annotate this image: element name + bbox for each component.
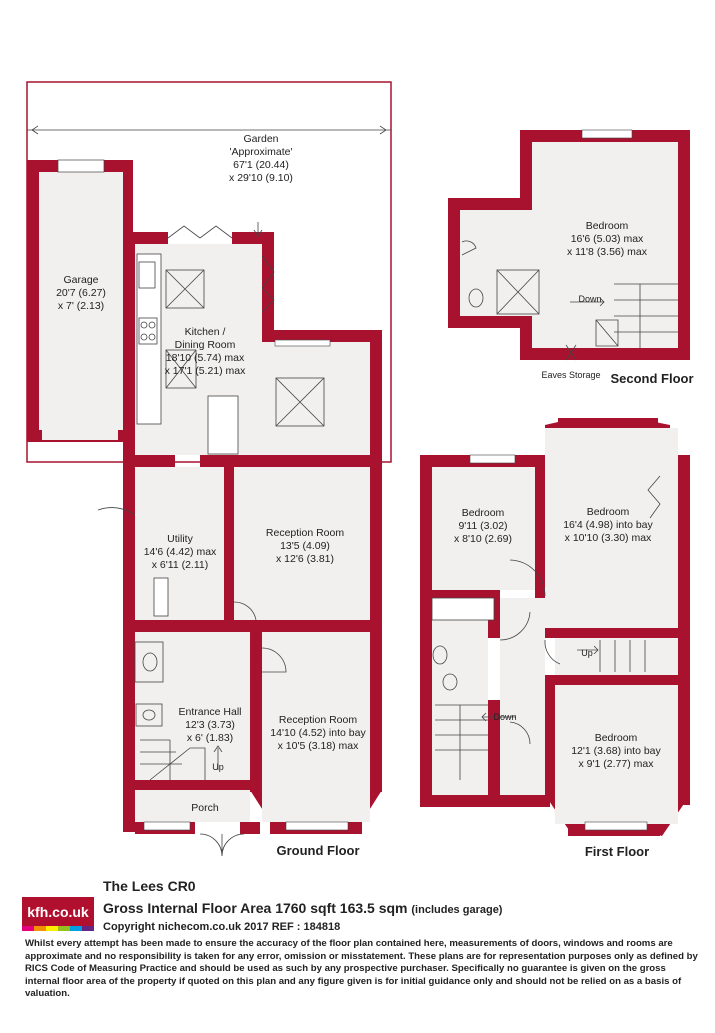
first-bedroom-2-label: Bedroom 16'4 (4.98) into bay x 10'10 (3.… bbox=[563, 506, 653, 544]
logo-color-stripe bbox=[22, 926, 94, 931]
reception-room-1-label: Reception Room 13'5 (4.09) x 12'6 (3.81) bbox=[266, 527, 344, 565]
copyright-line: Copyright nichecom.co.uk 2017 REF : 1848… bbox=[103, 921, 341, 933]
svg-text:Dining Room: Dining Room bbox=[175, 339, 236, 351]
svg-text:14'6 (4.42) max: 14'6 (4.42) max bbox=[144, 546, 217, 558]
property-name: The Lees CR0 bbox=[103, 878, 196, 894]
svg-text:x 10'5 (3.18) max: x 10'5 (3.18) max bbox=[278, 740, 360, 752]
floor-area-note: (includes garage) bbox=[411, 904, 503, 916]
svg-text:x 10'10 (3.30) max: x 10'10 (3.30) max bbox=[565, 532, 652, 544]
svg-text:Bedroom: Bedroom bbox=[586, 220, 629, 232]
svg-text:12'3 (3.73): 12'3 (3.73) bbox=[185, 719, 235, 731]
svg-text:Garage: Garage bbox=[63, 274, 98, 286]
svg-text:16'4 (4.98) into bay: 16'4 (4.98) into bay bbox=[563, 519, 653, 531]
ground-floor-title: Ground Floor bbox=[276, 843, 359, 858]
kfh-logo: kfh.co.uk bbox=[22, 897, 94, 931]
svg-text:Kitchen /: Kitchen / bbox=[185, 326, 226, 338]
svg-text:x 7' (2.13): x 7' (2.13) bbox=[58, 300, 104, 312]
svg-text:13'5 (4.09): 13'5 (4.09) bbox=[280, 540, 330, 552]
reception-room-2-label: Reception Room 14'10 (4.52) into bay x 1… bbox=[270, 714, 366, 752]
svg-text:x 12'6 (3.81): x 12'6 (3.81) bbox=[276, 553, 334, 565]
svg-text:x 6' (1.83): x 6' (1.83) bbox=[187, 732, 233, 744]
floor-plan-diagram: .wall { fill:#a8122f; } .flr { fill:#f1f… bbox=[26, 81, 694, 859]
second-stairs-down-label: Down bbox=[578, 294, 601, 304]
logo-text: kfh.co.uk bbox=[27, 904, 89, 920]
floor-area: Gross Internal Floor Area 1760 sqft 163.… bbox=[103, 900, 502, 916]
svg-text:Bedroom: Bedroom bbox=[587, 506, 630, 518]
second-floor-plan bbox=[448, 129, 690, 361]
porch-label: Porch bbox=[191, 802, 219, 814]
svg-text:Reception Room: Reception Room bbox=[266, 527, 344, 539]
svg-text:Entrance Hall: Entrance Hall bbox=[178, 706, 241, 718]
entrance-hall-label: Entrance Hall 12'3 (3.73) x 6' (1.83) bbox=[178, 706, 241, 744]
svg-text:18'10 (5.74) max: 18'10 (5.74) max bbox=[166, 352, 245, 364]
ground-floor-plan bbox=[26, 81, 392, 857]
svg-text:16'6 (5.03) max: 16'6 (5.03) max bbox=[571, 233, 644, 245]
svg-text:Bedroom: Bedroom bbox=[595, 732, 638, 744]
garage-room bbox=[27, 159, 133, 442]
disclaimer-text: Whilst every attempt has been made to en… bbox=[25, 938, 698, 999]
svg-text:x 6'11 (2.11): x 6'11 (2.11) bbox=[152, 559, 208, 571]
svg-text:x 29'10 (9.10): x 29'10 (9.10) bbox=[229, 172, 293, 184]
ground-stairs-up-label: Up bbox=[212, 762, 224, 772]
svg-text:67'1 (20.44): 67'1 (20.44) bbox=[233, 159, 289, 171]
svg-text:Garden: Garden bbox=[243, 133, 278, 145]
svg-text:14'10 (4.52) into bay: 14'10 (4.52) into bay bbox=[270, 727, 366, 739]
kitchen-label: Kitchen / Dining Room 18'10 (5.74) max x… bbox=[165, 326, 247, 377]
first-bedroom-1-label: Bedroom 9'11 (3.02) x 8'10 (2.69) bbox=[454, 507, 512, 545]
eaves-storage-label: Eaves Storage bbox=[541, 370, 600, 380]
svg-text:Reception Room: Reception Room bbox=[279, 714, 357, 726]
svg-text:Utility: Utility bbox=[167, 533, 193, 545]
floor-area-value: Gross Internal Floor Area 1760 sqft 163.… bbox=[103, 900, 408, 916]
svg-text:'Approximate': 'Approximate' bbox=[230, 146, 293, 158]
garden-label: Garden 'Approximate' 67'1 (20.44) x 29'1… bbox=[229, 133, 293, 184]
first-bedroom-3-label: Bedroom 12'1 (3.68) into bay x 9'1 (2.77… bbox=[571, 732, 661, 770]
first-stairs-up-label: Up bbox=[581, 648, 593, 658]
svg-text:Bedroom: Bedroom bbox=[462, 507, 505, 519]
second-bedroom-label: Bedroom 16'6 (5.03) max x 11'8 (3.56) ma… bbox=[567, 220, 648, 258]
svg-text:x 9'1 (2.77) max: x 9'1 (2.77) max bbox=[579, 758, 655, 770]
svg-text:x 17'1 (5.21) max: x 17'1 (5.21) max bbox=[165, 365, 247, 377]
svg-text:20'7 (6.27): 20'7 (6.27) bbox=[56, 287, 106, 299]
svg-text:x 11'8 (3.56) max: x 11'8 (3.56) max bbox=[567, 246, 648, 258]
first-floor-plan bbox=[420, 418, 690, 836]
utility-label: Utility 14'6 (4.42) max x 6'11 (2.11) bbox=[144, 533, 217, 571]
first-floor-title: First Floor bbox=[585, 844, 649, 859]
svg-text:12'1 (3.68) into bay: 12'1 (3.68) into bay bbox=[571, 745, 661, 757]
garage-label: Garage 20'7 (6.27) x 7' (2.13) bbox=[56, 274, 106, 312]
first-stairs-down-label: Down bbox=[493, 712, 516, 722]
svg-text:9'11 (3.02): 9'11 (3.02) bbox=[458, 520, 507, 532]
second-floor-title: Second Floor bbox=[610, 371, 693, 386]
svg-text:x 8'10 (2.69): x 8'10 (2.69) bbox=[454, 533, 512, 545]
